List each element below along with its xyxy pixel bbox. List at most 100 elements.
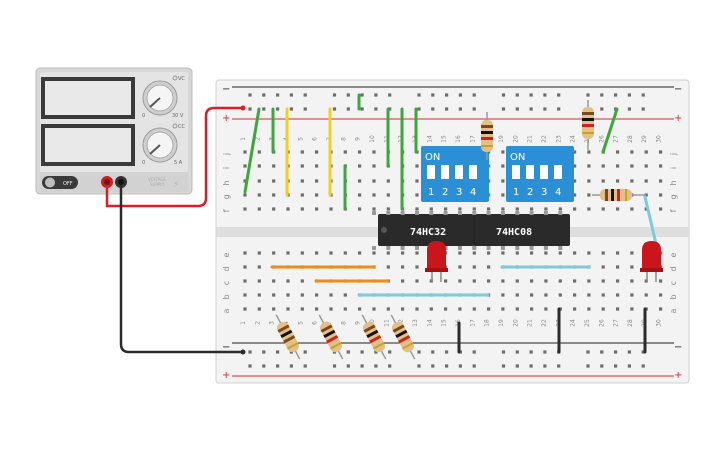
breadboard-hole[interactable] xyxy=(372,164,376,168)
breadboard-hole[interactable] xyxy=(659,150,663,154)
dip-toggle[interactable] xyxy=(455,165,463,179)
breadboard-hole[interactable] xyxy=(358,251,362,255)
breadboard-hole[interactable] xyxy=(458,107,462,111)
breadboard-hole[interactable] xyxy=(487,279,491,283)
green-wire[interactable] xyxy=(243,107,261,194)
red-led-2[interactable] xyxy=(640,241,663,282)
breadboard-hole[interactable] xyxy=(616,179,620,183)
breadboard-hole[interactable] xyxy=(573,279,577,283)
breadboard-hole[interactable] xyxy=(627,93,631,97)
breadboard-hole[interactable] xyxy=(429,207,433,211)
breadboard-hole[interactable] xyxy=(360,364,364,368)
breadboard-hole[interactable] xyxy=(329,307,333,311)
breadboard-hole[interactable] xyxy=(300,251,304,255)
breadboard-hole[interactable] xyxy=(415,164,419,168)
breadboard-hole[interactable] xyxy=(358,307,362,311)
breadboard-hole[interactable] xyxy=(300,279,304,283)
breadboard-hole[interactable] xyxy=(315,164,319,168)
breadboard-hole[interactable] xyxy=(445,107,449,111)
breadboard-hole[interactable] xyxy=(501,350,506,354)
breadboard-hole[interactable] xyxy=(346,350,350,354)
breadboard-hole[interactable] xyxy=(262,93,266,97)
breadboard-hole[interactable] xyxy=(388,364,392,368)
breadboard-hole[interactable] xyxy=(358,207,362,211)
breadboard-hole[interactable] xyxy=(300,293,304,297)
breadboard-hole[interactable] xyxy=(616,265,620,269)
breadboard-hole[interactable] xyxy=(415,179,419,183)
breadboard-hole[interactable] xyxy=(401,265,405,269)
breadboard-hole[interactable] xyxy=(472,93,476,97)
breadboard-hole[interactable] xyxy=(659,307,663,311)
breadboard-hole[interactable] xyxy=(343,251,347,255)
breadboard-hole[interactable] xyxy=(644,150,648,154)
breadboard-hole[interactable] xyxy=(630,150,634,154)
breadboard-hole[interactable] xyxy=(530,279,534,283)
breadboard-hole[interactable] xyxy=(573,193,577,197)
breadboard-hole[interactable] xyxy=(543,107,547,111)
breadboard-hole[interactable] xyxy=(601,265,605,269)
breadboard-hole[interactable] xyxy=(587,207,591,211)
breadboard-hole[interactable] xyxy=(601,207,605,211)
breadboard-hole[interactable] xyxy=(614,350,618,354)
breadboard-hole[interactable] xyxy=(374,93,378,97)
breadboard-hole[interactable] xyxy=(300,179,304,183)
breadboard-hole[interactable] xyxy=(415,251,419,255)
breadboard-hole[interactable] xyxy=(644,179,648,183)
breadboard-hole[interactable] xyxy=(586,364,590,368)
breadboard-hole[interactable] xyxy=(386,207,390,211)
breadboard-hole[interactable] xyxy=(243,150,247,154)
breadboard-hole[interactable] xyxy=(257,279,261,283)
breadboard-hole[interactable] xyxy=(487,207,491,211)
dip-toggle[interactable] xyxy=(441,165,449,179)
breadboard-hole[interactable] xyxy=(601,179,605,183)
breadboard-hole[interactable] xyxy=(243,307,247,311)
breadboard-hole[interactable] xyxy=(386,251,390,255)
breadboard-hole[interactable] xyxy=(600,364,604,368)
breadboard-hole[interactable] xyxy=(472,251,476,255)
breadboard-hole[interactable] xyxy=(630,307,634,311)
negative-terminal[interactable] xyxy=(115,176,127,188)
breadboard-hole[interactable] xyxy=(329,207,333,211)
breadboard-hole[interactable] xyxy=(386,179,390,183)
breadboard-hole[interactable] xyxy=(472,207,476,211)
ic-74hc32[interactable]: 74HC32 xyxy=(378,214,474,246)
dip-switch-1[interactable]: ON 1 2 3 4 xyxy=(421,146,489,202)
breadboard-hole[interactable] xyxy=(614,364,618,368)
breadboard-hole[interactable] xyxy=(616,307,620,311)
breadboard-hole[interactable] xyxy=(445,93,449,97)
breadboard-hole[interactable] xyxy=(573,251,577,255)
breadboard-hole[interactable] xyxy=(487,307,491,311)
breadboard-hole[interactable] xyxy=(501,364,506,368)
breadboard-hole[interactable] xyxy=(332,107,337,111)
breadboard-hole[interactable] xyxy=(558,251,562,255)
breadboard-hole[interactable] xyxy=(346,93,350,97)
breadboard-hole[interactable] xyxy=(276,350,280,354)
breadboard-hole[interactable] xyxy=(557,107,561,111)
breadboard-hole[interactable] xyxy=(630,251,634,255)
breadboard-hole[interactable] xyxy=(415,307,419,311)
breadboard-hole[interactable] xyxy=(587,179,591,183)
breadboard-hole[interactable] xyxy=(431,350,435,354)
breadboard-hole[interactable] xyxy=(286,293,290,297)
breadboard-hole[interactable] xyxy=(627,364,631,368)
breadboard-hole[interactable] xyxy=(558,207,562,211)
breadboard-hole[interactable] xyxy=(386,265,390,269)
breadboard-hole[interactable] xyxy=(346,107,350,111)
breadboard-hole[interactable] xyxy=(243,279,247,283)
breadboard-hole[interactable] xyxy=(458,279,462,283)
breadboard-hole[interactable] xyxy=(627,350,631,354)
breadboard-hole[interactable] xyxy=(529,93,533,97)
breadboard-hole[interactable] xyxy=(587,150,591,154)
breadboard-hole[interactable] xyxy=(501,279,505,283)
breadboard-hole[interactable] xyxy=(501,193,505,197)
breadboard-hole[interactable] xyxy=(601,279,605,283)
cyan-wire[interactable] xyxy=(643,195,659,250)
breadboard-hole[interactable] xyxy=(601,293,605,297)
breadboard-hole[interactable] xyxy=(289,364,293,368)
breadboard-hole[interactable] xyxy=(544,251,548,255)
resistor[interactable] xyxy=(357,312,391,362)
breadboard-hole[interactable] xyxy=(315,179,319,183)
dip-switch-2[interactable]: ON 1 2 3 4 xyxy=(506,146,574,202)
breadboard-hole[interactable] xyxy=(417,93,421,97)
